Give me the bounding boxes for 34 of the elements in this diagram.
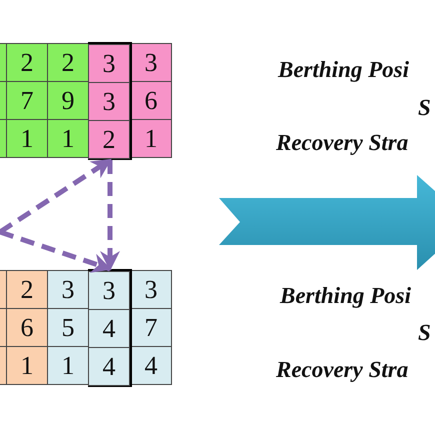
table-cell: 3 (130, 270, 172, 309)
table-cell: 1 (47, 119, 89, 158)
highlighted-column (88, 42, 132, 160)
table-cell: 3 (88, 82, 130, 121)
caption-text: S (418, 95, 431, 121)
table-cell: 7 (130, 308, 172, 347)
table-cell: 6 (130, 81, 172, 120)
table-cell: 3 (47, 270, 89, 309)
table-cell: 2 (47, 43, 89, 82)
table-cell: 1 (6, 119, 48, 158)
caption-text: Berthing Posi (280, 283, 412, 309)
table-cell: 2 (6, 43, 48, 82)
table-cell: 3 (88, 271, 130, 310)
table-cell: 3 (130, 43, 172, 82)
table-cell: 4 (130, 346, 172, 385)
table-cell: 1 (47, 346, 89, 385)
caption-text: Recovery Stra (276, 130, 408, 156)
table-cell: 2 (88, 120, 130, 159)
caption-text: Berthing Posi (278, 57, 410, 83)
table-cell: 7 (6, 81, 48, 120)
table-cell: 9 (47, 81, 89, 120)
caption-text: Recovery Stra (276, 357, 408, 383)
table-cell: 1 (6, 346, 48, 385)
table-cell: 3 (88, 44, 130, 83)
dashed-arrow (100, 160, 120, 271)
caption-text: S (418, 320, 431, 346)
table-cell: 1 (130, 119, 172, 158)
table-cell: 4 (88, 347, 130, 386)
dashed-arrow (0, 230, 112, 273)
table-cell: 5 (47, 308, 89, 347)
table-cell: 4 (88, 309, 130, 348)
table-cell: 2 (6, 270, 48, 309)
table-cell: 6 (6, 308, 48, 347)
highlighted-column (88, 269, 132, 387)
